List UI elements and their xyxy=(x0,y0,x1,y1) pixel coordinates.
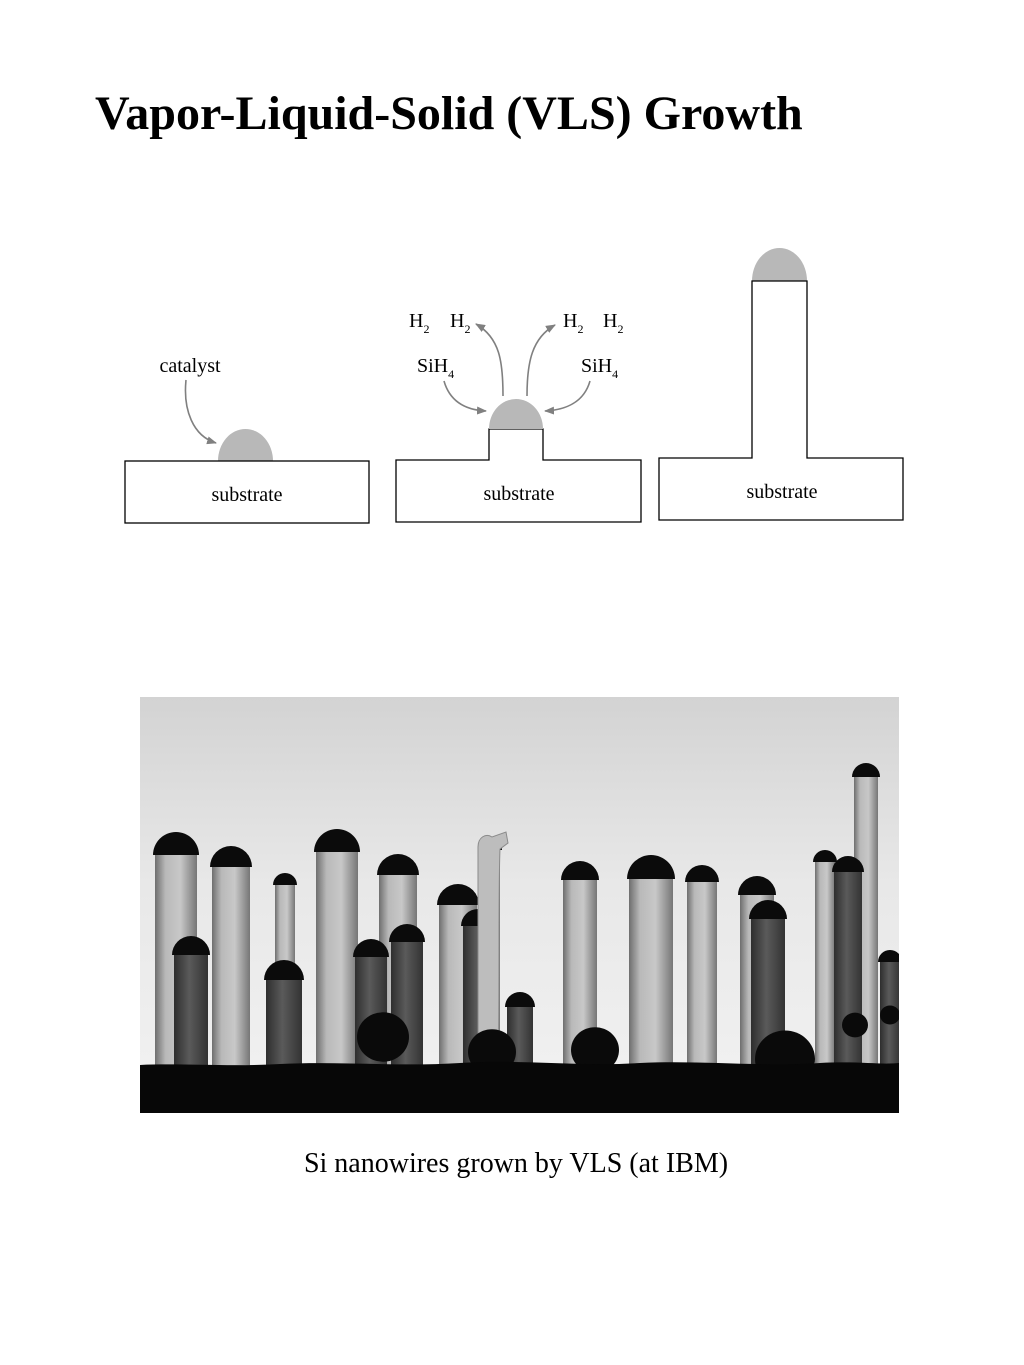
nanowires xyxy=(153,763,899,1088)
nanowire-catalyst-cap xyxy=(389,924,425,942)
catalyst-droplet-3 xyxy=(752,248,807,281)
sih4-arrow-left xyxy=(443,380,487,415)
catalyst-droplet-2 xyxy=(489,399,543,429)
catalyst-arrow xyxy=(184,379,217,445)
sih4-arrow-right xyxy=(544,380,591,415)
page-title: Vapor-Liquid-Solid (VLS) Growth xyxy=(95,87,803,140)
h2-arrow-right xyxy=(526,324,556,397)
nanowire-catalyst-cap xyxy=(210,846,252,867)
micrograph-substrate xyxy=(140,1061,899,1113)
nanowire-catalyst-cap xyxy=(738,876,776,895)
nanowire-catalyst-cap xyxy=(878,950,899,962)
nanowire-catalyst-cap xyxy=(627,855,675,879)
nanowire-shaft xyxy=(212,867,250,1065)
sih4-label-right: SiH4 xyxy=(581,355,618,381)
nanowire-catalyst-cap xyxy=(813,850,837,862)
panel-2-early-growth: substrate H2 H2 H2 H2 SiH4 SiH4 xyxy=(395,310,642,523)
substrate-with-nanowire xyxy=(658,280,904,521)
base-particle xyxy=(842,1012,868,1038)
nanowire-catalyst-cap xyxy=(273,873,297,885)
nanowire-catalyst-cap xyxy=(561,861,599,880)
substrate-label-1: substrate xyxy=(211,484,282,506)
nanowire-shaft xyxy=(266,980,302,1065)
nanowire-catalyst-cap xyxy=(832,856,864,872)
h2-label-1: H2 xyxy=(409,310,429,336)
nanowire-catalyst-cap xyxy=(153,832,199,855)
h2-label-3: H2 xyxy=(563,310,583,336)
substrate-block-1 xyxy=(124,460,370,524)
panel-1-catalyst-deposition: substrate catalyst xyxy=(124,355,370,524)
nanowire-catalyst-cap xyxy=(314,829,360,852)
nanowire-catalyst-cap xyxy=(685,865,719,882)
nanowire-catalyst-cap xyxy=(264,960,304,980)
h2-label-4: H2 xyxy=(603,310,623,336)
panel-3-grown-nanowire: substrate xyxy=(658,248,904,521)
substrate-with-stub xyxy=(395,428,642,523)
nanowire-shaft xyxy=(815,862,835,1065)
kinked-nanowire xyxy=(477,831,509,1068)
substrate-label-3: substrate xyxy=(746,481,817,503)
nanowire-catalyst-cap xyxy=(377,854,419,875)
nanowire-catalyst-cap xyxy=(437,884,479,905)
nanowire-catalyst-cap xyxy=(353,939,389,957)
nanowire-shaft xyxy=(629,879,673,1065)
base-particle xyxy=(357,1012,409,1062)
substrate-label-2: substrate xyxy=(483,483,554,505)
h2-label-2: H2 xyxy=(450,310,470,336)
nanowire-shaft xyxy=(174,955,208,1065)
vls-growth-diagram: substrate catalyst substrate H2 H2 H2 H2… xyxy=(124,248,904,524)
figure-caption: Si nanowires grown by VLS (at IBM) xyxy=(303,1148,729,1179)
catalyst-label: catalyst xyxy=(159,355,221,377)
base-particle xyxy=(880,1005,899,1025)
nanowire-catalyst-cap xyxy=(749,900,787,919)
h2-arrow-left xyxy=(475,323,504,397)
nanowire-micrograph xyxy=(140,697,899,1113)
nanowire-shaft xyxy=(316,852,358,1065)
sih4-label-left: SiH4 xyxy=(417,355,454,381)
nanowire-shaft xyxy=(687,882,717,1065)
base-particle xyxy=(571,1027,619,1073)
nanowire-catalyst-cap xyxy=(505,992,535,1007)
nanowire-catalyst-cap xyxy=(852,763,880,777)
nanowire-catalyst-cap xyxy=(172,936,210,955)
catalyst-droplet xyxy=(218,429,273,461)
